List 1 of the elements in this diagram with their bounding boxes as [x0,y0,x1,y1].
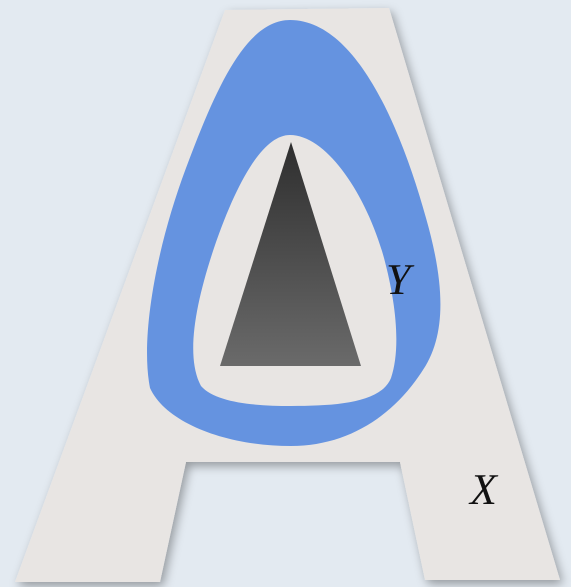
region-label: X [470,468,497,512]
